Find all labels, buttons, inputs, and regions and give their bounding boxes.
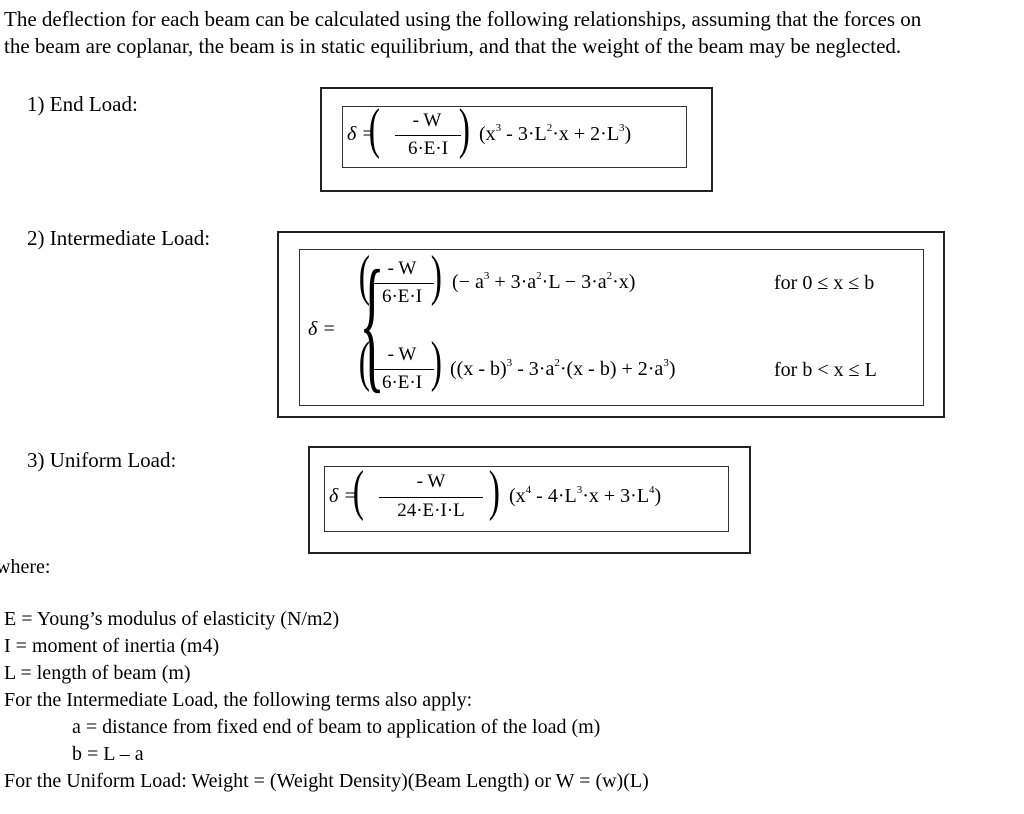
intermediate-terms-intro: For the Intermediate Load, the following… xyxy=(4,689,473,711)
end-open-paren: ( xyxy=(368,98,380,160)
definition-I: I = moment of inertia (m4) xyxy=(4,635,220,657)
uniform-close-paren: ) xyxy=(488,460,500,522)
intermediate-denominator-1: 6·E·I xyxy=(381,286,423,307)
end-close-paren: ) xyxy=(458,98,470,160)
uniform-weight-definition: For the Uniform Load: Weight = (Weight D… xyxy=(4,770,649,792)
intermediate-expression-1: (− a3 + 3·a2·L − 3·a2·x) xyxy=(452,270,636,293)
intermediate-close-paren-1: ) xyxy=(430,245,442,307)
intermediate-load-inner-box: δ = { ( - W 6·E·I ) (− a3 + 3·a2·L − 3·a… xyxy=(299,240,924,406)
intermediate-fraction-bar-2 xyxy=(370,369,434,370)
end-denominator: 6·E·I xyxy=(407,138,449,159)
intermediate-denominator-2: 6·E·I xyxy=(381,372,423,393)
intermediate-close-paren-2: ) xyxy=(430,331,442,393)
end-load-inner-box: δ = ( - W 6·E·I ) (x3 - 3·L2·x + 2·L3) xyxy=(342,98,687,168)
end-load-label: 1) End Load: xyxy=(27,92,138,116)
definition-E: E = Young’s modulus of elasticity (N/m2) xyxy=(4,608,340,630)
intermediate-expression-2: ((x - b)3 - 3·a2·(x - b) + 2·a3) xyxy=(450,357,676,380)
end-polynomial: (x3 - 3·L2·x + 2·L3) xyxy=(479,122,632,145)
uniform-polynomial: (x4 - 4·L3·x + 3·L4) xyxy=(509,484,662,507)
end-delta: δ = xyxy=(347,123,375,145)
intermediate-numerator-1: - W xyxy=(387,258,417,279)
intermediate-left-brace: { xyxy=(359,240,385,406)
uniform-delta: δ = xyxy=(329,485,357,507)
intermediate-delta: δ = xyxy=(308,318,336,340)
intermediate-load-equation-box: δ = { ( - W 6·E·I ) (− a3 + 3·a2·L − 3·a… xyxy=(277,231,945,418)
intermediate-open-paren-1: ( xyxy=(358,245,370,307)
uniform-load-inner-box: δ = ( - W 24·E·I·L ) (x4 - 4·L3·x + 3·L4… xyxy=(324,460,729,532)
intermediate-condition-2: for b < x ≤ L xyxy=(774,359,877,381)
uniform-open-paren: ( xyxy=(352,460,364,522)
end-load-equation-box: δ = ( - W 6·E·I ) (x3 - 3·L2·x + 2·L3) xyxy=(320,87,713,192)
definition-L: L = length of beam (m) xyxy=(4,662,191,684)
intermediate-condition-1: for 0 ≤ x ≤ b xyxy=(774,272,875,294)
intermediate-open-paren-2: ( xyxy=(358,331,370,393)
uniform-denominator: 24·E·I·L xyxy=(397,500,465,521)
intro-line-1: The deflection for each beam can be calc… xyxy=(4,7,922,31)
end-fraction-bar xyxy=(395,135,461,136)
intermediate-numerator-2: - W xyxy=(387,344,417,365)
intermediate-load-label: 2) Intermediate Load: xyxy=(27,226,211,250)
definition-a: a = distance from fixed end of beam to a… xyxy=(72,716,601,738)
intro-line-2: the beam are coplanar, the beam is in st… xyxy=(4,34,902,58)
uniform-load-equation-box: δ = ( - W 24·E·I·L ) (x4 - 4·L3·x + 3·L4… xyxy=(308,446,751,554)
definition-b: b = L – a xyxy=(72,743,144,765)
where-label: where: xyxy=(0,556,51,578)
uniform-fraction-bar xyxy=(379,497,483,498)
end-numerator: - W xyxy=(412,110,442,131)
uniform-load-label: 3) Uniform Load: xyxy=(27,448,177,472)
intermediate-fraction-bar-1 xyxy=(370,283,434,284)
uniform-numerator: - W xyxy=(416,471,446,492)
